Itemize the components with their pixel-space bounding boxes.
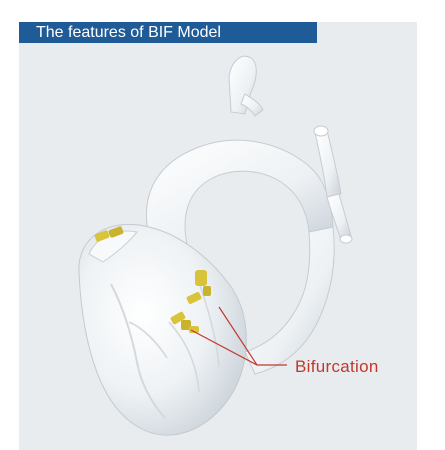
- aortic-arch-icon: [146, 140, 333, 244]
- panel-title: The features of BIF Model: [19, 22, 317, 43]
- heart-model-illustration: [19, 22, 417, 450]
- descending-vessel-icon: [245, 227, 334, 374]
- feature-panel: The features of BIF Model Bifurcation: [19, 22, 417, 450]
- bifurcation-label: Bifurcation: [295, 357, 379, 377]
